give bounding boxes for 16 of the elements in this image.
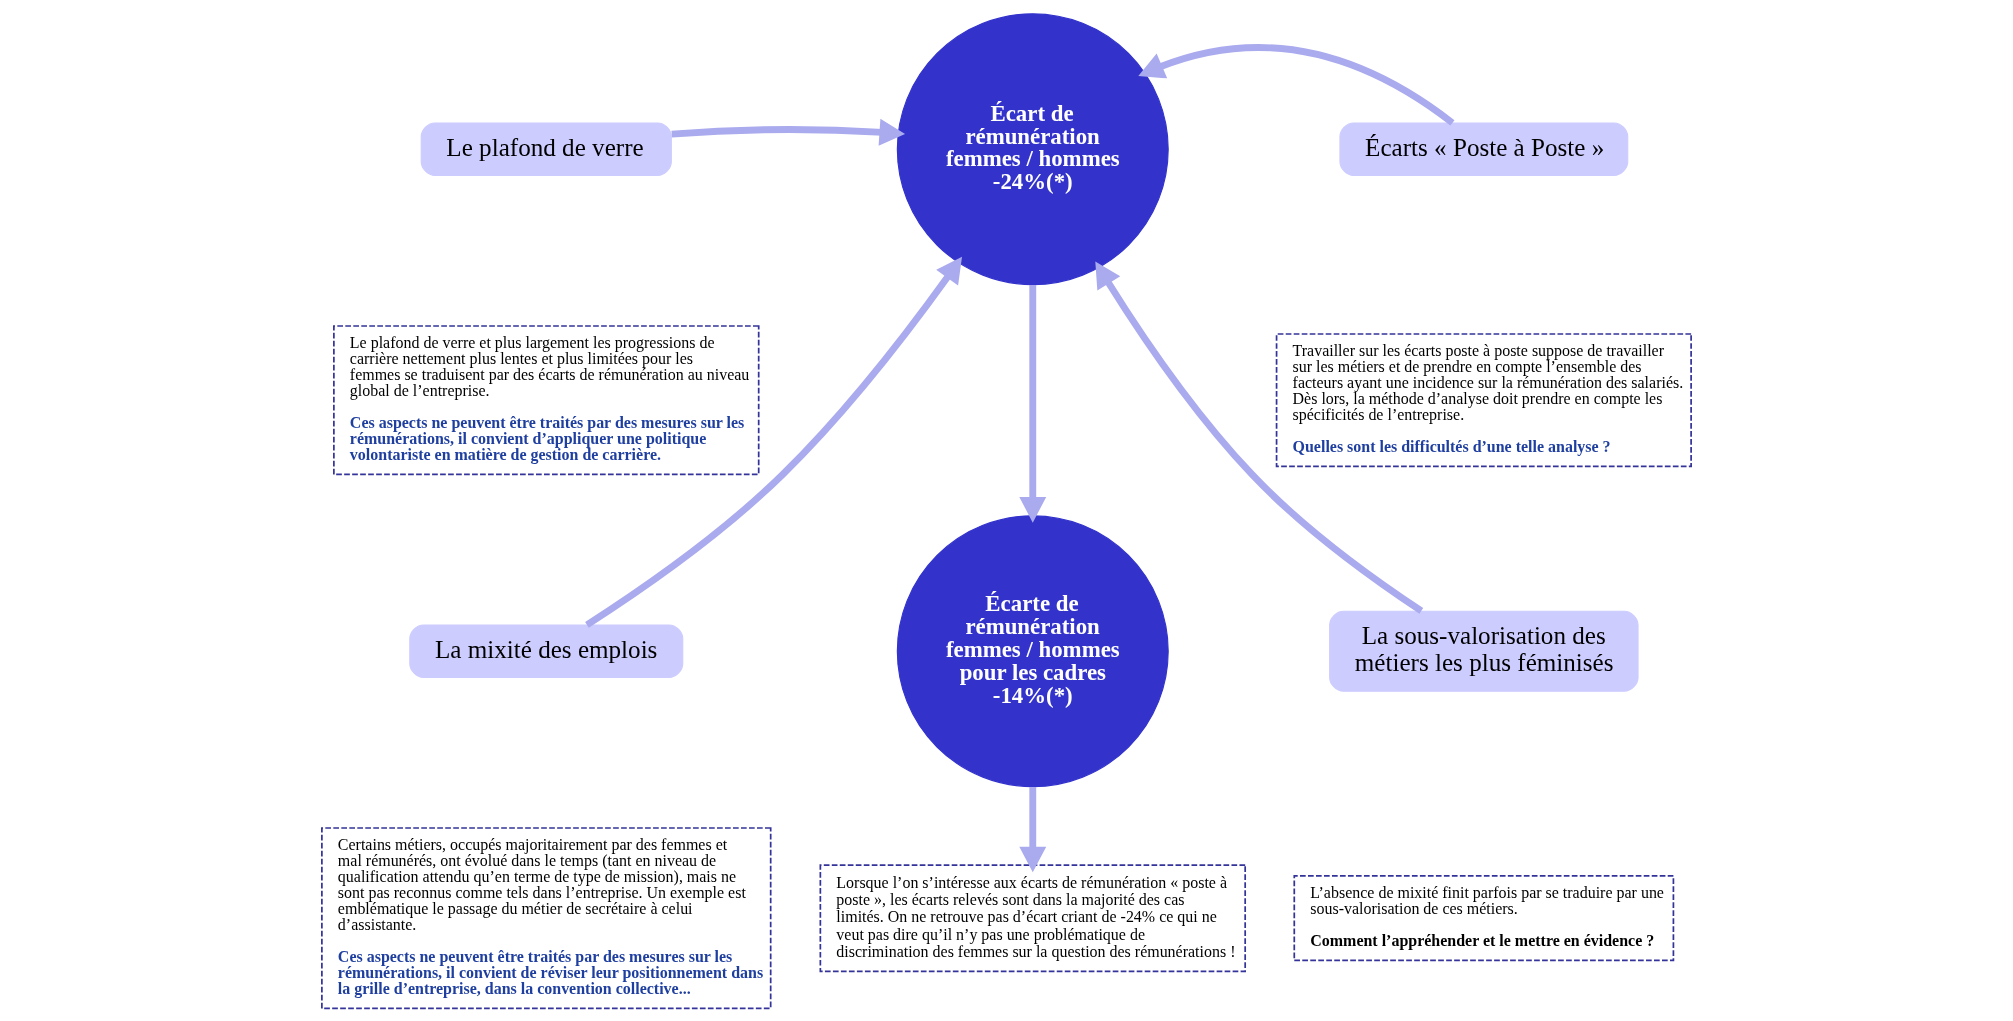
node-box: La mixité des emplois — [409, 623, 684, 678]
arrow — [1019, 786, 1047, 872]
arrow — [1095, 261, 1424, 614]
node-box: Écarts « Poste à Poste » — [1339, 121, 1629, 176]
arrow — [585, 256, 963, 628]
node-box: Le plafond de verre et plus largement les progressions de carrière nettement plus lentes et plus limitées pour les femmes se traduisent par des écarts de rémunération au niveau global de l’entreprise. Ces aspects ne peuvent être traités par des mesures sur les rémunérations, il convient d’appliquer une politique volontariste en matière de gestion de carrière. — [333, 324, 760, 475]
node-box: La sous-valorisation des métiers les plus féminisés — [1329, 610, 1639, 692]
node-box: L’absence de mixité finit parfois par se traduire par une sous-valorisation de ces métiers. Comment l’appréhender et le mettre en évidence ? — [1293, 874, 1675, 961]
arrow — [671, 118, 906, 146]
node-box: Certains métiers, occupés majoritairement par des femmes et mal rémunérés, ont évolué dans le temps (tant en niveau de qualification attendu qu’en terme de type de mission), mais ne sont pas reconnus comme tels dans l’entreprise. Un exemple est emblématique le passage du métier de secrétaire à celui d’assistante. Ces aspects ne peuvent être traités par des mesures sur les rémunérations, il convient de réviser leur positionnement dans la grille d’entreprise, dans la convention collective... — [321, 826, 772, 1009]
node-box: Le plafond de verre — [420, 121, 672, 176]
arrow — [1138, 43, 1455, 126]
arrow — [1019, 284, 1047, 523]
node-box: Lorsque l’on s’intéresse aux écarts de rémunération « poste à poste », les écarts relevés sont dans la majorité des cas limités. On ne retrouve pas d’écart criant de -24% ce qui ne veut pas dire qu’il n’y pas une problématique de discrimination des femmes sur la question des rémunérations ! — [819, 863, 1247, 972]
node-box: Travailler sur les écarts poste à poste suppose de travailler sur les métiers et de prendre en compte l’ensemble des facteurs ayant une incidence sur la rémunération des salariés. Dès lors, la méthode d’analyse doit prendre en compte les spécificités de l’entreprise. Quelles sont les difficultés d’une telle analyse ? — [1275, 332, 1692, 467]
node-circle: Écarte de rémunération femmes / hommes pour les cadres -14%(*) — [896, 514, 1169, 787]
